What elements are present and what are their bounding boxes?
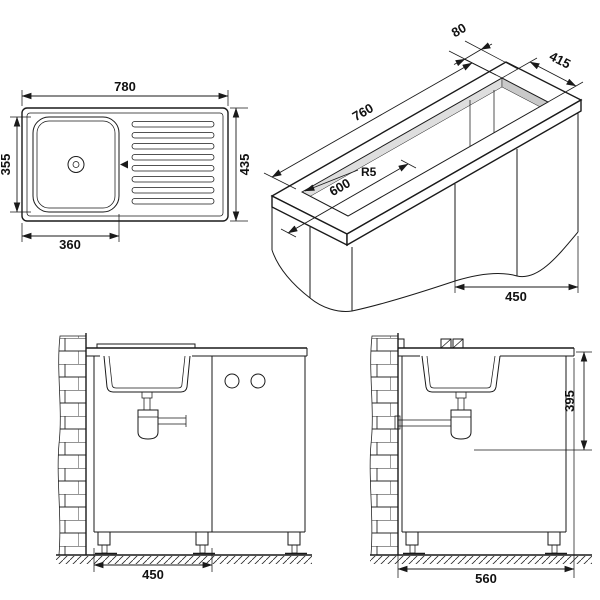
dim-depth: 560 [397, 358, 575, 586]
sink-rim-inner [26, 112, 224, 217]
waste-trap-side [394, 391, 472, 440]
dim-label-r5: R5 [361, 165, 377, 179]
wall-brickwork [57, 335, 87, 556]
cabinet-front [93, 356, 306, 533]
cabinet-side [401, 356, 567, 533]
drainboard-ribs [131, 121, 215, 205]
waste-trap-front [137, 391, 187, 440]
isometric-view: 760 80 415 R5 600 450 [263, 20, 584, 312]
dim-label-395: 395 [562, 390, 577, 412]
cabinet-feet-side [403, 531, 567, 555]
bowl-inner [36, 120, 116, 209]
dim-bowl-depth: 355 [0, 116, 31, 213]
slope-arrow [120, 160, 128, 169]
cabinet-feet-front [95, 531, 307, 555]
dim-cabinet-depth-iso: 450 [454, 236, 579, 304]
drain-hole-center [72, 161, 80, 168]
service-hole-left [224, 373, 240, 389]
floor-hatch-right [370, 556, 592, 564]
worktop-side [397, 338, 575, 357]
dim-label-560: 560 [475, 571, 497, 586]
dim-label-435: 435 [237, 154, 252, 176]
side-elevation: 395 560 [369, 333, 592, 586]
dim-label-360: 360 [59, 237, 81, 252]
dim-label-450-iso: 450 [505, 289, 527, 304]
plan-view: 780 435 355 360 [0, 79, 252, 252]
service-hole-right [250, 373, 266, 389]
dim-overall-width: 780 [21, 79, 229, 106]
front-elevation: 450 [56, 333, 312, 582]
dim-label-80: 80 [449, 20, 469, 40]
dim-label-780: 780 [114, 79, 136, 94]
wall-brickwork-side [369, 335, 399, 556]
dim-label-415: 415 [547, 48, 573, 71]
floor-hatch-left [56, 556, 312, 564]
dim-cabinet-width: 450 [93, 548, 213, 582]
dim-label-355: 355 [0, 154, 13, 176]
tap-holes [440, 338, 464, 349]
dim-overall-depth: 435 [230, 107, 252, 222]
dim-edge-gap: 80 [449, 20, 519, 79]
bowl-outline [32, 116, 120, 213]
dim-drain-height: 395 [474, 351, 592, 451]
worktop-front [86, 343, 308, 357]
dim-label-450-front: 450 [142, 567, 164, 582]
sink-bowl-side [421, 355, 501, 393]
sink-bowl-front [103, 355, 191, 393]
dim-bowl-width: 360 [21, 214, 120, 252]
drain-hole [67, 156, 85, 173]
sink-outline [21, 107, 229, 222]
